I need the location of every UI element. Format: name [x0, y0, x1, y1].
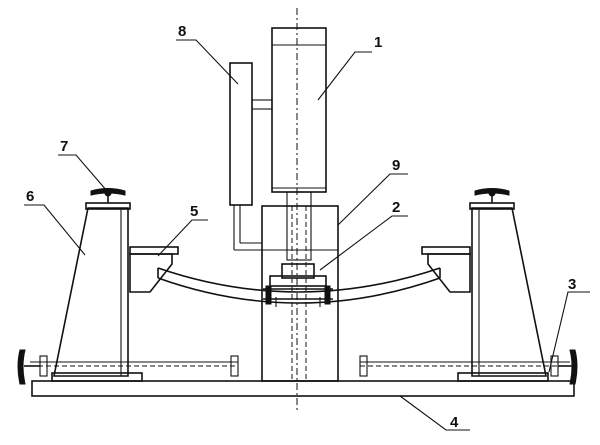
press-head	[263, 263, 333, 307]
side-cylinder	[229, 62, 273, 251]
right-lead-screw	[359, 349, 578, 385]
right-roller-holder	[421, 246, 471, 293]
right-support-stand	[457, 202, 549, 382]
left-lead-screw	[17, 349, 239, 385]
main-cylinder	[271, 27, 327, 193]
curved-workpiece	[157, 267, 441, 304]
callout-1: 1	[374, 34, 382, 51]
callout-2: 2	[392, 199, 400, 216]
right-handwheel	[474, 188, 510, 203]
left-roller-holder	[129, 246, 179, 293]
callout-9: 9	[392, 157, 400, 174]
callout-8: 8	[178, 23, 186, 40]
callout-7: 7	[60, 138, 68, 155]
base-plate	[31, 380, 575, 397]
callout-6: 6	[26, 188, 34, 205]
callout-4: 4	[450, 414, 459, 431]
left-handwheel	[90, 188, 126, 203]
leader-lines	[24, 39, 590, 431]
central-column	[261, 191, 339, 382]
left-support-stand	[51, 202, 143, 382]
callout-5: 5	[190, 203, 198, 220]
callout-3: 3	[568, 276, 576, 293]
